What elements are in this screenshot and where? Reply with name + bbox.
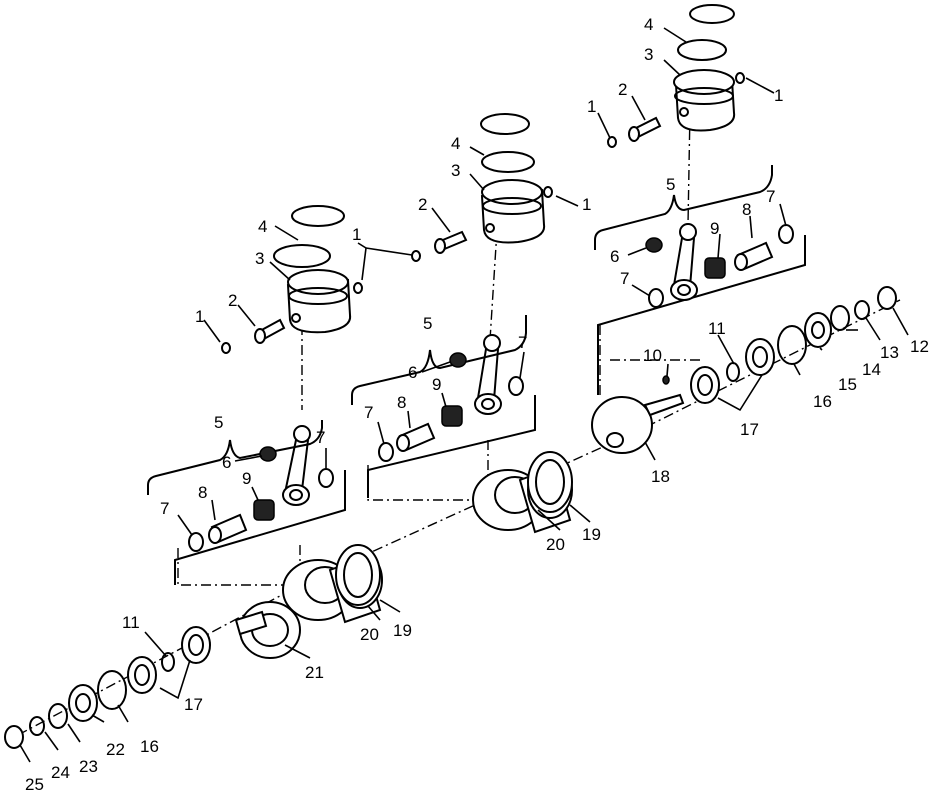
callout-7: 7 (620, 269, 629, 288)
callout-17: 17 (184, 695, 203, 714)
callout-16: 16 (140, 737, 159, 756)
piston-ring-right (677, 4, 735, 61)
callout-8: 8 (397, 393, 406, 412)
callout-1: 1 (352, 225, 361, 244)
piston-middle (480, 179, 546, 244)
leader-lines (19, 27, 909, 763)
crank-pins (208, 241, 774, 544)
callout-7: 7 (364, 403, 373, 422)
piston-ring-left (273, 205, 345, 268)
small-end-bearings (259, 237, 663, 462)
callout-4: 4 (644, 15, 653, 34)
callout-7: 7 (766, 187, 775, 206)
callout-5: 5 (214, 413, 223, 432)
end-seals-left (4, 670, 127, 749)
connecting-rod-group-brackets (147, 165, 806, 585)
main-bearings-right (690, 338, 775, 404)
callout-21: 21 (305, 663, 324, 682)
callout-4: 4 (451, 134, 460, 153)
callout-11: 11 (122, 613, 140, 632)
callout-14: 14 (862, 360, 881, 379)
callout-17: 17 (740, 420, 759, 439)
wrist-pin-clips (221, 72, 745, 354)
callout-9: 9 (710, 219, 719, 238)
callout-7: 7 (316, 428, 325, 447)
callout-3: 3 (255, 249, 264, 268)
callout-13: 13 (880, 343, 899, 362)
callout-10: 10 (643, 346, 662, 365)
callout-15: 15 (838, 375, 857, 394)
callout-6: 6 (610, 247, 619, 266)
callout-1: 1 (582, 195, 591, 214)
callout-labels: 1 2 3 4 1 5 6 7 7 8 9 2 3 4 1 5 6 7 7 8 … (25, 15, 929, 793)
connecting-rod-middle (474, 334, 502, 415)
callout-6: 6 (408, 363, 417, 382)
piston-ring-middle (480, 113, 535, 173)
callout-1: 1 (774, 86, 783, 105)
callout-22: 22 (106, 740, 125, 759)
callout-12: 12 (910, 337, 929, 356)
connecting-rod-left (282, 425, 311, 506)
connecting-rod-right (670, 223, 698, 301)
callout-9: 9 (242, 469, 251, 488)
main-bearings-left (127, 626, 211, 694)
callout-6: 6 (222, 453, 231, 472)
callout-18: 18 (651, 467, 670, 486)
crank-end-21 (234, 601, 301, 659)
callout-11: 11 (708, 319, 726, 338)
piston-right (673, 69, 736, 132)
thrust-washers (188, 224, 794, 552)
callout-3: 3 (451, 161, 460, 180)
callout-8: 8 (198, 483, 207, 502)
callout-1: 1 (195, 307, 204, 326)
woodruff-key-10 (662, 375, 670, 385)
callout-2: 2 (418, 195, 427, 214)
callout-2: 2 (618, 80, 627, 99)
callout-5: 5 (666, 175, 675, 194)
big-end-bearings (253, 257, 726, 521)
callout-3: 3 (644, 45, 653, 64)
callout-7: 7 (160, 499, 169, 518)
callout-7: 7 (518, 333, 527, 352)
end-seals-right (777, 286, 897, 365)
callout-2: 2 (228, 291, 237, 310)
callout-20: 20 (360, 625, 379, 644)
callout-25: 25 (25, 775, 44, 793)
callout-23: 23 (79, 757, 98, 776)
callout-5: 5 (423, 314, 432, 333)
callout-8: 8 (742, 200, 751, 219)
crank-seal-19-left (335, 544, 381, 606)
callout-16: 16 (813, 392, 832, 411)
crank-end-18 (591, 393, 685, 454)
callout-19: 19 (582, 525, 601, 544)
callout-1: 1 (587, 97, 596, 116)
crank-seal-19-right (527, 451, 573, 513)
callout-4: 4 (258, 217, 267, 236)
callout-19: 19 (393, 621, 412, 640)
callout-24: 24 (51, 763, 70, 782)
callout-9: 9 (432, 375, 441, 394)
callout-20: 20 (546, 535, 565, 554)
piston-left (286, 269, 352, 334)
wrist-pins (254, 116, 662, 344)
